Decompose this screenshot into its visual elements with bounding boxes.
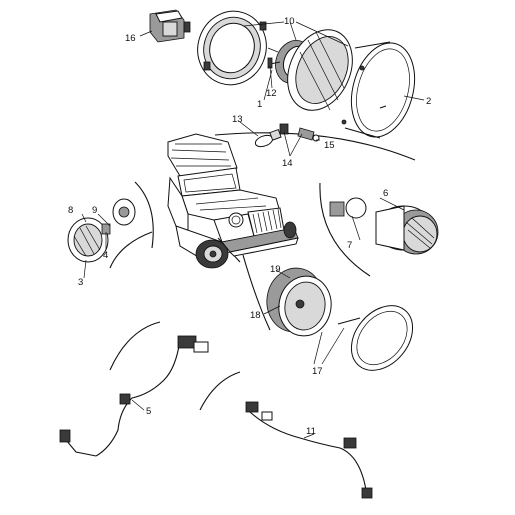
callout-7: 7 xyxy=(347,240,352,251)
leader-lines xyxy=(81,21,425,439)
callout-17: 17 xyxy=(312,366,323,377)
callout-10: 10 xyxy=(284,16,295,27)
jeep-vehicle xyxy=(167,133,299,269)
part-1-sealed-beam xyxy=(287,29,353,111)
callout-labels: 1 2 3 4 5 6 7 8 9 10 11 12 13 14 15 16 1… xyxy=(68,16,431,437)
part-2-lamp-ring xyxy=(341,41,416,139)
callout-6: 6 xyxy=(383,188,388,199)
callout-8: 8 xyxy=(68,205,73,216)
callout-2: 2 xyxy=(426,96,431,107)
callout-1: 1 xyxy=(257,99,262,110)
parts-6-7-fog-lamp xyxy=(329,197,439,255)
callout-3: 3 xyxy=(78,277,83,288)
part-11-wiring-harness xyxy=(245,401,373,499)
callout-11: 11 xyxy=(306,426,316,437)
part-16-module xyxy=(139,9,191,43)
callout-12: 12 xyxy=(266,88,277,99)
part-10-bezel xyxy=(197,10,279,86)
callout-13: 13 xyxy=(232,114,243,125)
parts-13-14-15-bulbs xyxy=(254,123,320,148)
callout-14: 14 xyxy=(282,158,293,169)
callout-15: 15 xyxy=(324,140,335,151)
callout-4: 4 xyxy=(103,250,108,261)
parts-17-18-19-headlamp xyxy=(266,267,414,371)
parts-3-4-8-9-side-lamp xyxy=(67,198,136,263)
callout-19: 19 xyxy=(270,264,281,275)
part-5-wiring-harness xyxy=(59,335,209,457)
callout-9: 9 xyxy=(92,205,97,216)
separator-arcs xyxy=(109,132,416,411)
callout-18: 18 xyxy=(250,310,261,321)
callout-5: 5 xyxy=(146,406,151,417)
callout-16: 16 xyxy=(125,33,136,44)
